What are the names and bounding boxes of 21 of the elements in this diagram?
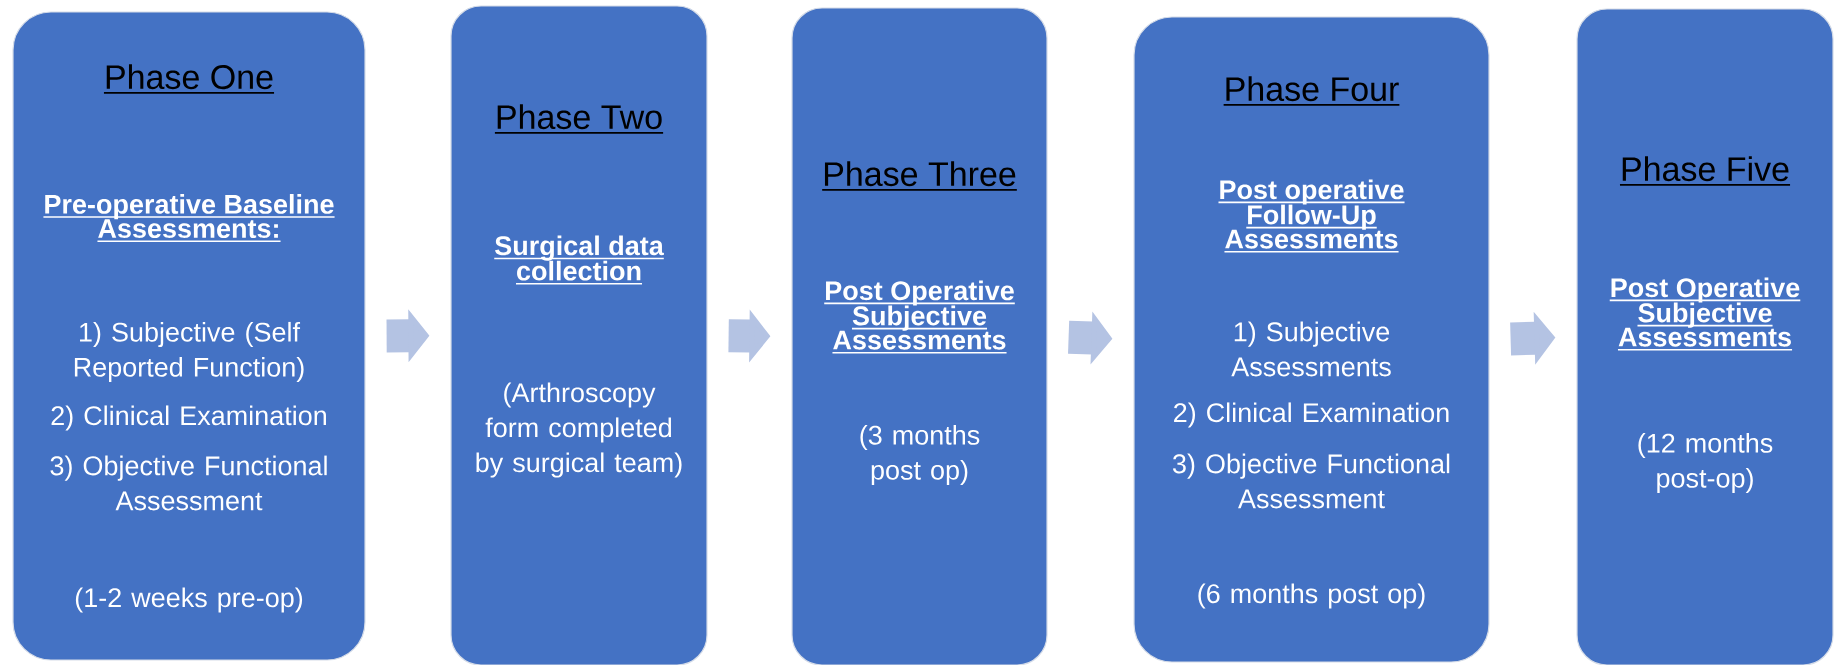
body-text: (3 months post op) — [860, 424, 980, 486]
subheading: Post Operative Subjective Assessments — [823, 280, 1016, 354]
phase-heading: Phase Four — [1222, 76, 1401, 106]
body-text: 1) Subjective Assessments — [1231, 321, 1391, 377]
body-text: (Arthroscopy form completed by surgical team) — [476, 382, 682, 478]
body-text: 1) Subjective (Self Reported Function) — [74, 321, 304, 383]
body-text: (1-2 weeks pre-op) — [75, 587, 303, 613]
body-text: 2) Clinical Examination — [1174, 402, 1449, 428]
phase-heading: Phase Three — [821, 161, 1018, 191]
body-text: (12 months post-op) — [1638, 432, 1773, 494]
subheading: Post operative Follow-Up Assessments — [1217, 179, 1406, 253]
body-text: 2) Clinical Examination — [51, 405, 326, 431]
phase-heading: Phase Two — [494, 104, 664, 134]
body-text: 3) Objective Functional Assessment — [1173, 453, 1450, 509]
body-text: (6 months post op) — [1198, 583, 1425, 609]
subheading: Surgical data collection — [493, 235, 665, 285]
body-text: 3) Objective Functional Assessment — [50, 455, 327, 511]
subheading: Post Operative Subjective Assessments — [1608, 277, 1802, 351]
subheading: Pre-operative Baseline Assessments: — [42, 194, 336, 242]
phase-heading: Phase One — [103, 64, 275, 94]
phase-heading: Phase Five — [1619, 156, 1791, 186]
